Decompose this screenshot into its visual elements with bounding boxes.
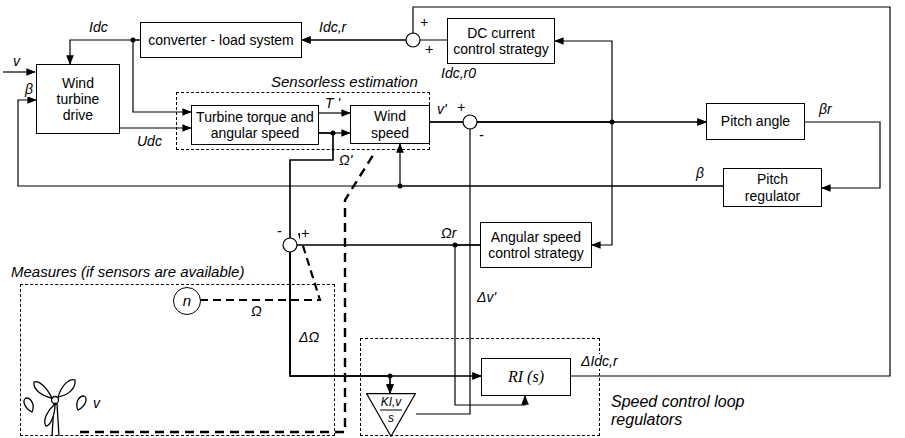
integrator-triangle: KI,v s [366,393,416,437]
branch-dot [131,38,136,43]
estimation-region: Sensorless estimationTurbine torque and … [176,92,430,150]
transfer-box: RI (s) [481,358,571,396]
fraction-text: KI,v [366,396,416,408]
branch-dot [388,374,393,379]
signal-label: v' [436,102,448,117]
control-box: DC current control strategy [447,18,555,64]
signal-label: - [478,128,485,143]
signal-arrow [290,133,481,376]
signal-label: v [12,54,21,69]
signal-label: Ωr [440,226,457,241]
branch-dot [398,184,403,189]
control-box: Pitch angle [706,103,805,140]
signal-arrow [290,133,390,393]
signal-label: ΔΩ [298,330,320,345]
signal-arrow [400,144,723,186]
signal-arrow [290,245,481,376]
signal-label: Ω [250,304,263,319]
sensor-circle: n [173,287,201,315]
measure-line [80,152,375,432]
region-heading: Measures (if sensors are available) [9,263,246,280]
converter-box: converter - load system [140,22,302,58]
signal-label: + [300,226,310,241]
signal-label: + [424,42,434,57]
signal-label: T ' [324,96,341,111]
signal-label: β [695,166,705,181]
signal-label: βr [818,102,833,117]
box-text: converter - load system [148,32,294,48]
control-box: Angular speed control strategy [480,222,592,268]
region-heading: Sensorless estimation [269,73,420,90]
box-text: Turbine torque and angular speed [196,109,314,141]
signal-arrow [120,127,191,128]
fraction-text: s [366,412,416,424]
box-text: RI (s) [508,368,544,386]
signal-arrow [302,7,890,376]
signal-label: Idc,r [318,20,347,35]
branch-dot [610,120,615,125]
summing-junction [463,115,477,129]
box-text: Pitch angle [721,113,790,129]
signal-label: Δv' [476,290,497,305]
signal-label: - [276,224,283,239]
estimator-box: Turbine torque and angular speed [191,105,319,145]
signal-label: β [24,82,34,97]
signal-arrow [319,112,350,113]
box-text: Wind turbine drive [41,75,115,123]
summing-junction [283,238,297,252]
estimator-box: Wind speed [350,105,430,144]
regulator-region: Speed control loop regulatorsRI (s)KI,vs [360,338,600,436]
box-text: Pitch regulator [728,171,817,203]
measures-region: Measures (if sensors are available)n [20,284,335,436]
box-text: Wind speed [355,108,425,140]
signal-label: Ω' [338,153,353,168]
signal-label: v [92,396,101,411]
regulator-box: Pitch regulator [723,168,822,207]
box-text: DC current control strategy [452,25,550,57]
signal-label: Idc,r0 [440,66,477,81]
input-wire [3,71,35,72]
region-heading: Speed control loop regulators [609,393,763,430]
signal-label: Udc [136,134,163,149]
wind-turbine [24,380,86,436]
signal-arrow [290,245,480,393]
branch-dot [331,131,336,136]
box-text: Angular speed control strategy [485,229,587,261]
signal-label: ΔIdc,r [580,354,619,369]
signal-label: Idc [88,20,109,35]
turbine-box: Wind turbine drive [36,64,120,134]
branch-dot [453,243,458,248]
signal-label: + [419,15,429,30]
signal-label: + [456,100,466,115]
signal-arrow [416,122,706,414]
box-text: n [183,292,191,309]
signal-arrow [70,40,140,64]
summing-junction [406,33,420,47]
signal-arrow [18,100,723,186]
